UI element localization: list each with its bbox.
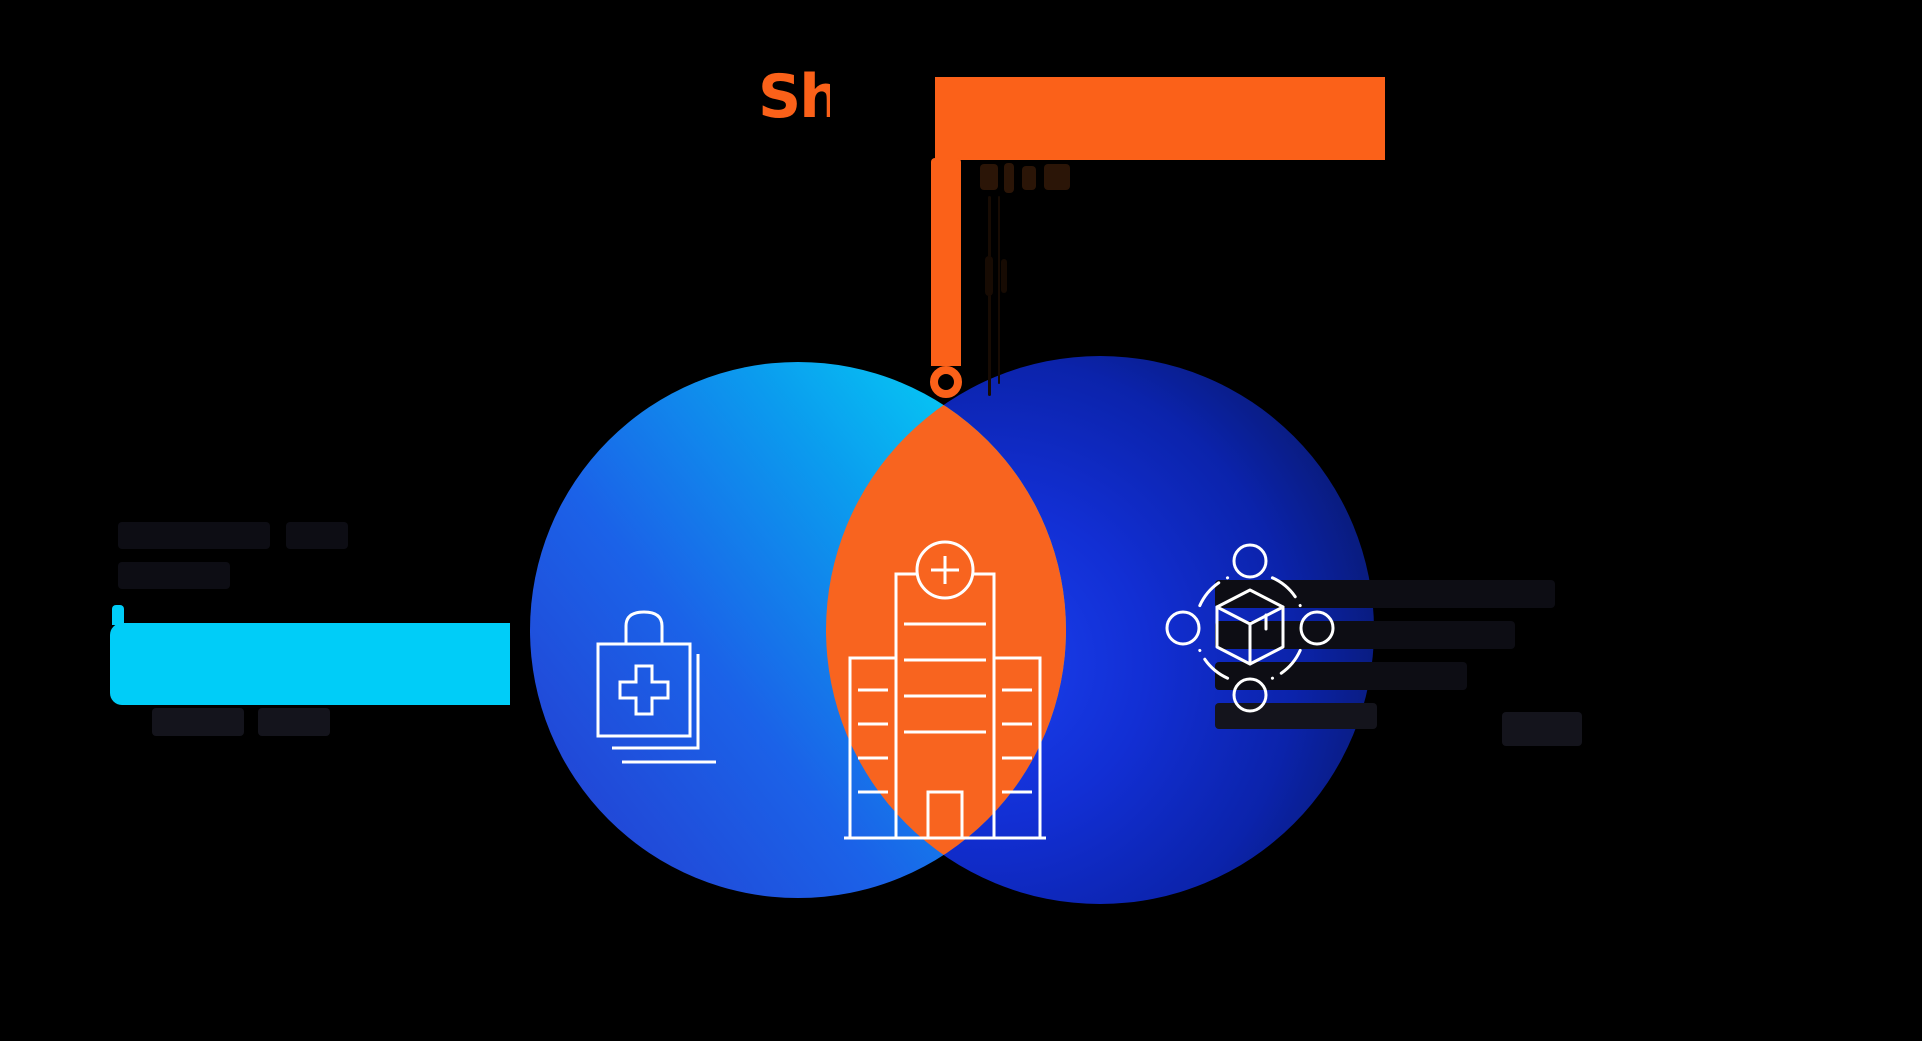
- ghost-text-trace: [286, 522, 348, 549]
- vertical-connector-line: [931, 158, 961, 366]
- hospital-icon: [844, 540, 1046, 840]
- ghost-text-trace: [988, 196, 991, 396]
- ghost-text-trace: [258, 708, 330, 736]
- orange-text-fragment-glyphs: Sh: [758, 66, 830, 128]
- ghost-text-trace: [1001, 259, 1007, 293]
- medical-kit-icon: [596, 610, 716, 764]
- ghost-text-trace: [998, 196, 1000, 384]
- package-network-icon: [1165, 543, 1335, 713]
- ghost-text-trace: [1044, 164, 1070, 190]
- cyan-band-notch: [112, 605, 124, 625]
- connector-ring-dot: [930, 366, 962, 398]
- ghost-text-trace: [1004, 163, 1014, 193]
- ghost-text-trace: [118, 562, 230, 589]
- ghost-text-trace: [152, 708, 244, 736]
- ghost-text-trace: [1502, 712, 1582, 746]
- ghost-text-trace: [1215, 662, 1467, 690]
- ghost-text-trace: [985, 256, 993, 296]
- ghost-text-trace: [118, 522, 270, 549]
- ghost-text-trace: [980, 164, 998, 190]
- orange-text-fragment: Sh: [758, 66, 830, 128]
- ghost-text-trace: [1215, 580, 1555, 608]
- cyan-highlight-band: [110, 623, 510, 705]
- orange-banner: [935, 77, 1385, 160]
- ghost-text-trace: [1022, 166, 1036, 190]
